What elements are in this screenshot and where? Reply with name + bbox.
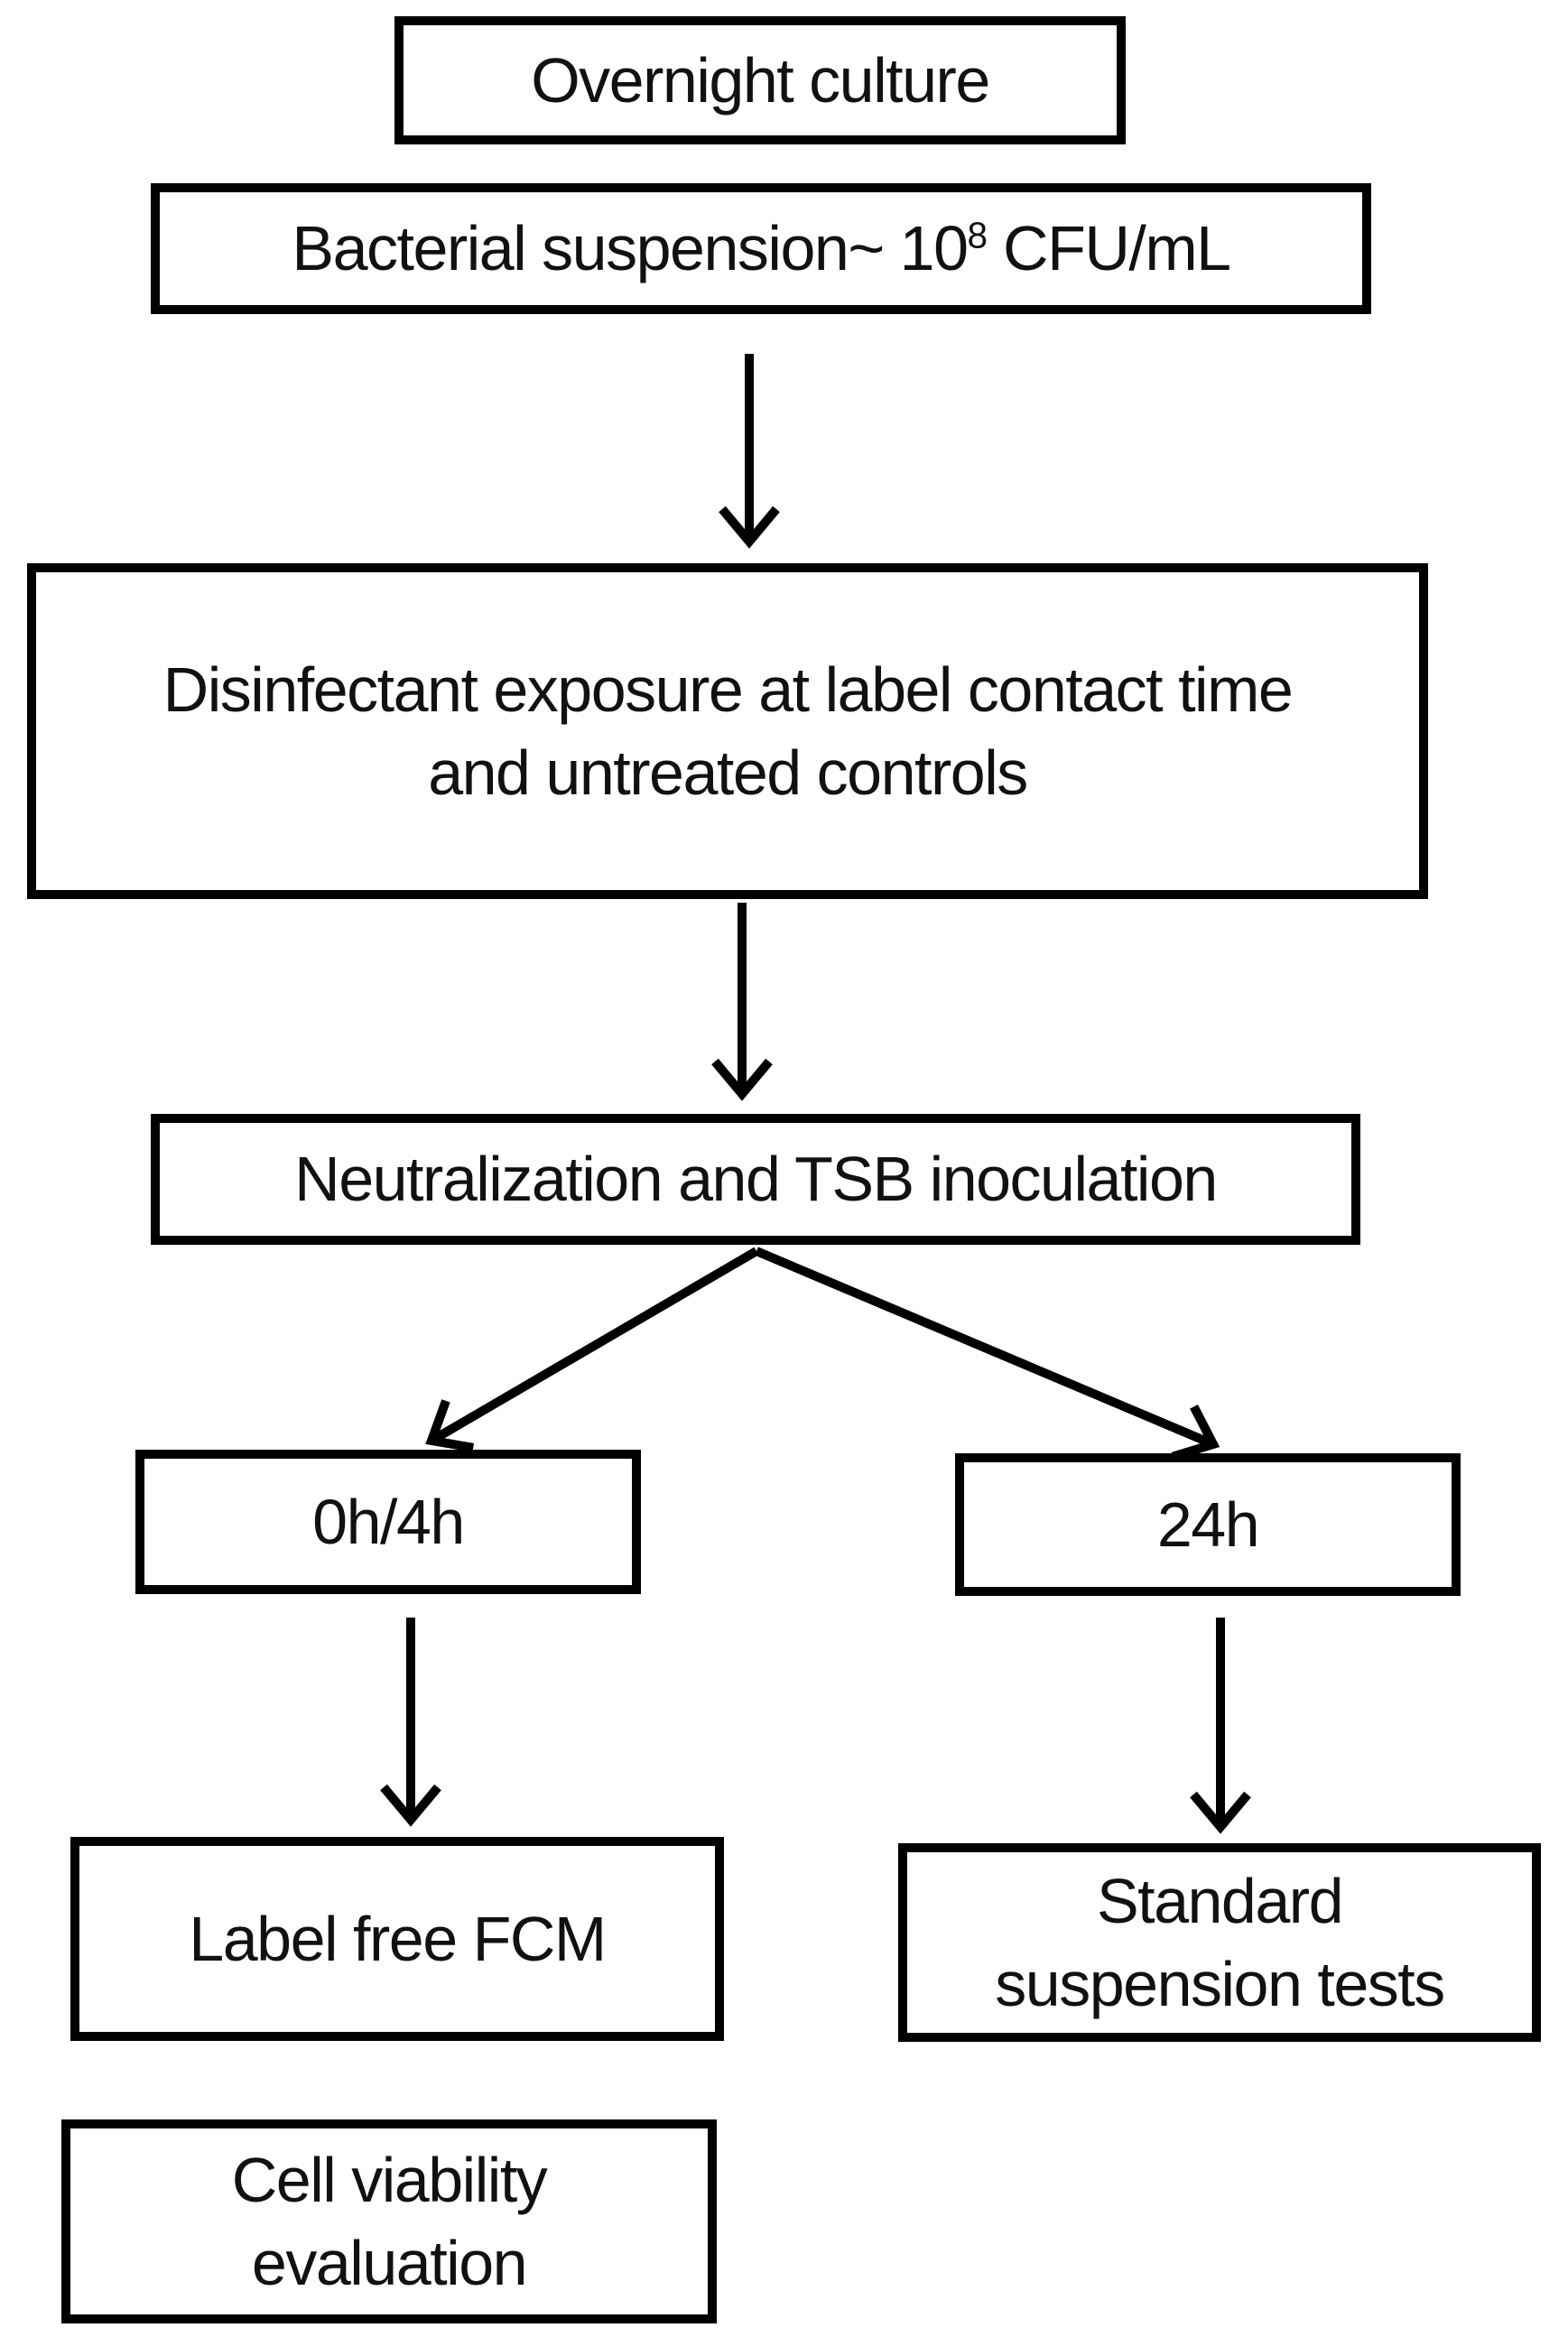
node-timepoint-24h-label: 24h bbox=[1156, 1488, 1260, 1560]
node-timepoint-0h-4h: 0h/4h bbox=[135, 1450, 641, 1594]
node-cell-viability-evaluation: Cell viability evaluation bbox=[61, 2119, 717, 2323]
arrow-neutralization-to-24h bbox=[755, 1247, 1220, 1461]
node-label-free-fcm: Label free FCM bbox=[70, 1837, 724, 2041]
node-timepoint-24h: 24h bbox=[955, 1453, 1461, 1596]
node-bacterial-suspension-label: Bacterial suspension~ 108 CFU/mL bbox=[292, 213, 1231, 284]
node-standard-suspension-tests-label: Standard suspension tests bbox=[995, 1865, 1445, 2019]
node-standard-suspension-tests: Standard suspension tests bbox=[898, 1843, 1541, 2042]
node-bacterial-suspension: Bacterial suspension~ 108 CFU/mL bbox=[151, 183, 1371, 314]
node-neutralization-tsb: Neutralization and TSB inoculation bbox=[151, 1114, 1360, 1245]
node-label-free-fcm-label: Label free FCM bbox=[189, 1903, 607, 1974]
node-overnight-culture-label: Overnight culture bbox=[531, 44, 990, 116]
node-overnight-culture: Overnight culture bbox=[394, 16, 1126, 144]
node-timepoint-0h-4h-label: 0h/4h bbox=[312, 1486, 465, 1557]
node-disinfectant-exposure-label: Disinfectant exposure at label contact t… bbox=[162, 654, 1294, 808]
node-disinfectant-exposure: Disinfectant exposure at label contact t… bbox=[27, 563, 1428, 899]
node-cell-viability-evaluation-label: Cell viability evaluation bbox=[231, 2144, 548, 2298]
node-neutralization-tsb-label: Neutralization and TSB inoculation bbox=[294, 1144, 1218, 1215]
arrow-neutralization-to-0h4h bbox=[425, 1247, 759, 1452]
superscript-exponent: 8 bbox=[967, 214, 988, 256]
